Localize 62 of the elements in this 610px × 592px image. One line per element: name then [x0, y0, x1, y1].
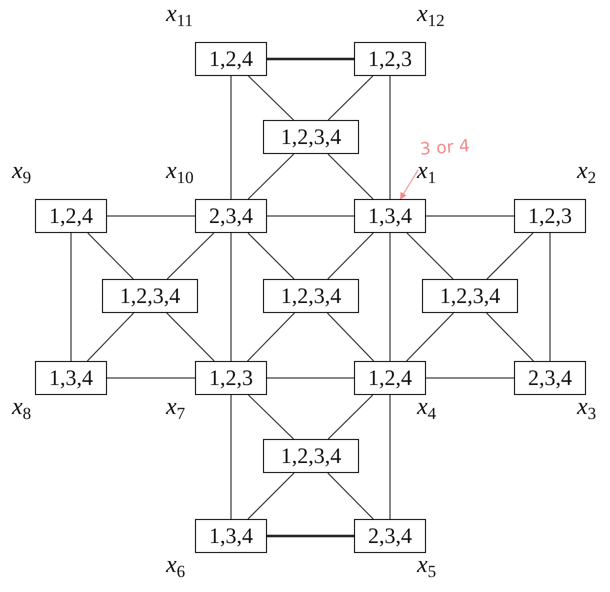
connector-line	[406, 312, 454, 362]
set-label: 1,3,4	[49, 365, 93, 391]
set-label: 1,2,3,4	[120, 283, 180, 309]
connector-line	[247, 312, 295, 362]
set-label: 1,2,3	[528, 203, 572, 229]
variable-label: x$_{4}$	[417, 394, 436, 425]
connector-line	[248, 154, 294, 200]
set-label: 2,3,4	[528, 365, 572, 391]
connector-line	[328, 154, 374, 200]
set-label: 1,2,3	[368, 46, 412, 72]
arrow	[400, 170, 418, 200]
connector-line	[486, 312, 534, 362]
connector-line	[70, 232, 72, 362]
connector-line	[248, 232, 294, 280]
variable-label: x$_{1}$	[417, 158, 436, 189]
connector-line	[248, 394, 294, 440]
connector-line	[486, 232, 534, 280]
connector-line	[328, 76, 374, 120]
variable-label: x$_{8}$	[12, 394, 32, 425]
connector-line	[86, 312, 134, 362]
set-label: 1,3,4	[368, 203, 412, 229]
connector-line	[267, 58, 354, 60]
connector-line	[87, 232, 134, 280]
connector-line	[230, 394, 232, 520]
connector-line	[267, 534, 354, 538]
connector-line	[406, 232, 454, 280]
variable-label: x$_{11}$	[166, 1, 194, 32]
set-box	[102, 279, 198, 313]
variable-label: x$_{10}$	[166, 158, 194, 189]
set-label: 1,2,4	[49, 203, 93, 229]
variable-label: x$_{7}$	[166, 394, 186, 425]
set-box	[263, 439, 359, 473]
connector-line	[230, 232, 232, 362]
connector-line	[166, 312, 215, 362]
set-label: 1,3,4	[209, 523, 253, 549]
connector-line	[328, 394, 374, 440]
connector-line	[166, 232, 214, 280]
variable-label: x$_{5}$	[417, 552, 436, 583]
set-label: 2,3,4	[368, 523, 412, 549]
connector-line	[326, 312, 374, 362]
connector-line	[248, 76, 294, 120]
set-box	[422, 279, 518, 313]
variable-label: x$_{12}$	[417, 1, 445, 32]
variable-label: x$_{3}$	[577, 394, 596, 425]
set-label: 1,2,3,4	[440, 283, 500, 309]
set-label: 1,2,3,4	[280, 283, 342, 309]
set-label: 1,2,3,4	[280, 443, 342, 469]
variable-label: x$_{2}$	[577, 158, 596, 189]
set-label: 1,2,4	[368, 365, 412, 391]
handwritten-note: 3 or 4	[419, 136, 470, 160]
connector-line	[327, 472, 374, 520]
set-label: 2,3,4	[209, 203, 253, 229]
variable-label: x$_{6}$	[166, 552, 186, 583]
connector-line	[327, 232, 374, 280]
connector-line	[248, 472, 294, 520]
set-box	[263, 279, 359, 313]
variable-label: x$_{9}$	[12, 158, 32, 189]
set-label: 1,2,3	[209, 365, 253, 391]
set-label: 1,2,4	[209, 46, 253, 72]
connector-line	[230, 76, 232, 200]
set-box	[263, 120, 359, 154]
set-label: 1,2,3,4	[280, 124, 342, 150]
